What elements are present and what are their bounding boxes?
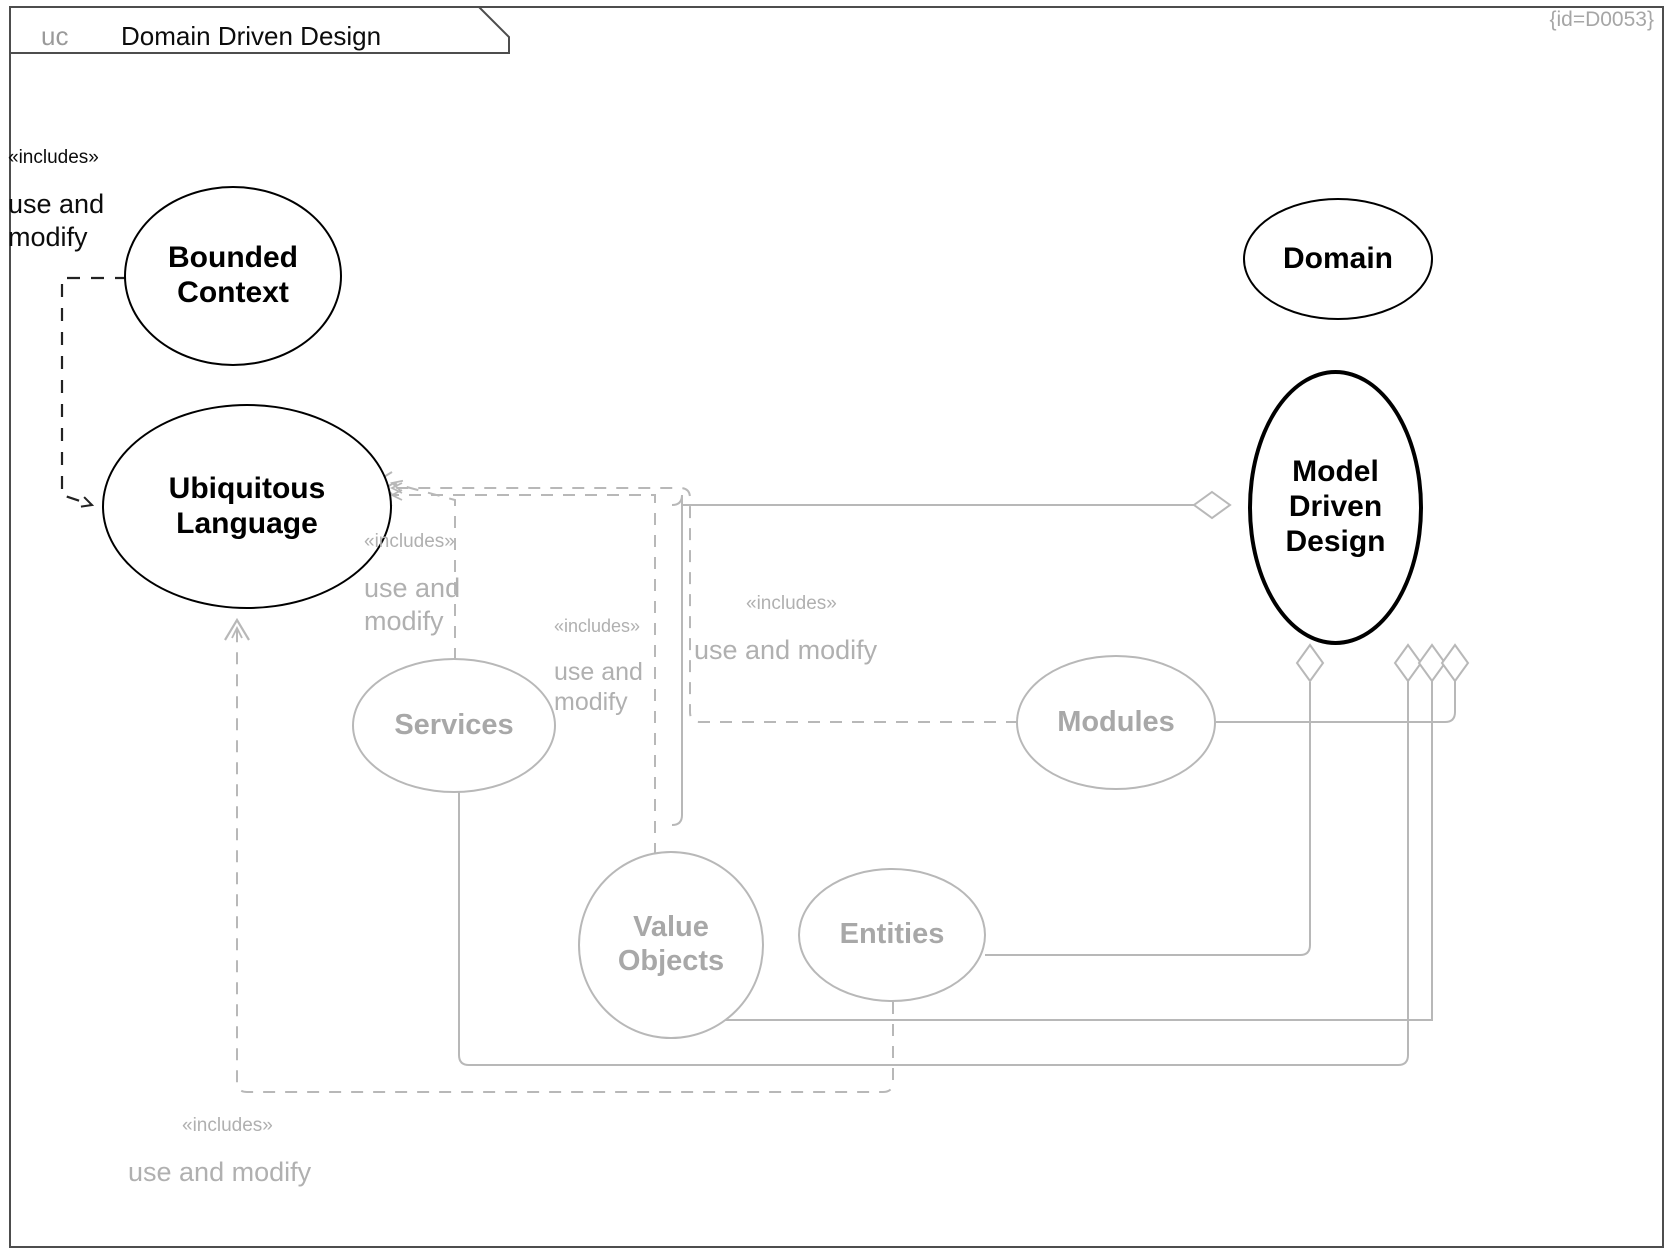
use-case-label: Services <box>394 708 514 741</box>
diagram-id-label: {id=D0053} <box>1549 8 1654 31</box>
uml-frame-border <box>9 6 1664 1248</box>
use-case-label: Modules <box>1057 705 1175 738</box>
aggregation-diamond-modules <box>1440 643 1470 683</box>
use-case-modules[interactable]: Modules <box>1016 655 1216 790</box>
edge-ubiquitous-to-mdd-segment <box>671 505 683 826</box>
use-case-label: Bounded Context <box>168 241 298 309</box>
mdd-bundle-lines <box>1407 681 1456 700</box>
aggregation-diamond-entities <box>1295 643 1325 683</box>
edge-entities-to-ubiquitous-language <box>231 625 894 1093</box>
edge-value-objects-to-model-driven-design <box>700 682 1433 1021</box>
edge-services-to-model-driven-design <box>458 682 1409 1066</box>
frame-kind-label: uc <box>41 21 69 51</box>
use-case-label: Value Objects <box>617 911 725 977</box>
frame-title: Domain Driven Design <box>121 21 382 51</box>
frame-heading-tab: uc Domain Driven Design <box>9 6 510 54</box>
edge-modules-to-ubiquitous-language <box>389 482 1018 723</box>
arrowhead-into-ubiquitous-language <box>224 617 250 641</box>
edge-bounded-context-to-ubiquitous-language <box>60 276 128 508</box>
use-case-services[interactable]: Services <box>352 658 556 793</box>
aggregation-diamond-ubiquitous-language <box>1192 490 1232 520</box>
use-case-model-driven-design[interactable]: Model Driven Design <box>1248 370 1423 645</box>
use-case-label: Domain <box>1282 241 1393 275</box>
use-case-label: Ubiquitous Language <box>168 471 326 540</box>
edge-value-objects-to-ubiquitous-language <box>389 489 656 855</box>
use-case-entities[interactable]: Entities <box>798 868 986 1002</box>
aggregation-diamond-services <box>1393 643 1423 683</box>
use-case-value-objects[interactable]: Value Objects <box>578 851 764 1039</box>
use-case-label: Entities <box>839 918 945 951</box>
use-case-domain[interactable]: Domain <box>1243 198 1433 320</box>
edge-entities-to-model-driven-design <box>985 682 1311 956</box>
frame-tab-shape <box>9 6 510 54</box>
use-case-ubiquitous-language[interactable]: Ubiquitous Language <box>102 404 392 609</box>
edge-modules-to-model-driven-design <box>1216 682 1456 723</box>
edge-services-to-ubiquitous-language <box>390 479 456 660</box>
edge-ubiquitous-language-to-model-driven-design <box>671 494 1212 506</box>
use-case-label: Model Driven Design <box>1285 455 1386 558</box>
use-case-bounded-context[interactable]: Bounded Context <box>124 186 342 366</box>
